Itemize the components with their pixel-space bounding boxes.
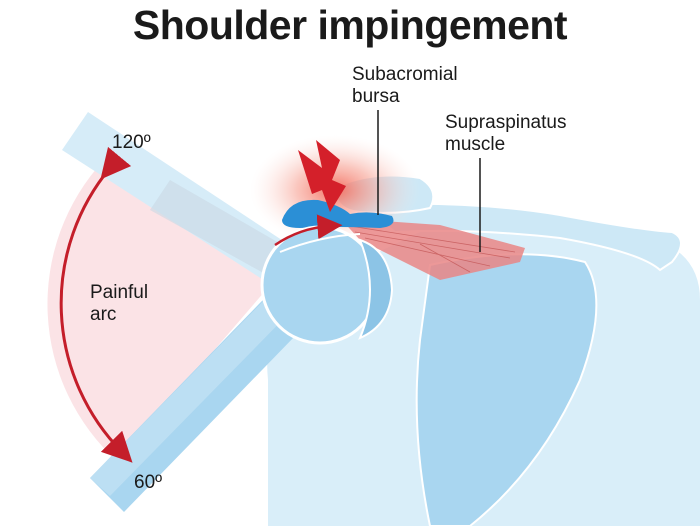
muscle-label-line1: Supraspinatus [445, 112, 567, 133]
clavicle [357, 202, 682, 272]
bursa-label-line2: bursa [352, 86, 400, 107]
muscle-fibers [349, 225, 516, 273]
humeral-head [260, 225, 380, 345]
impingement-arrow [274, 214, 343, 247]
tendon-line [279, 233, 361, 253]
painful-arc-label-line2: arc [90, 304, 117, 325]
scapula [415, 253, 598, 527]
bursa-label-line1: Subacromial [352, 64, 458, 85]
arm-mid-position [150, 180, 300, 285]
page-title: Shoulder impingement [132, 2, 568, 48]
subacromial-bursa [282, 199, 394, 228]
muscle-label: Supraspinatus muscle [445, 112, 566, 156]
painful-arc-label: Painful arc [90, 282, 148, 326]
muscle-label-line2: muscle [445, 134, 506, 155]
bursa-label: Subacromial bursa [352, 64, 458, 108]
supraspinatus-muscle [340, 218, 525, 280]
glenoid [358, 238, 394, 340]
painful-arc-arrow [59, 146, 133, 463]
painful-arc-label-line1: Painful [90, 282, 149, 303]
angle-60-label: 60º [134, 472, 163, 493]
arm-shadow [90, 284, 300, 496]
lightning-bolt-icon [298, 140, 346, 212]
angle-120-label: 120º [112, 132, 151, 153]
